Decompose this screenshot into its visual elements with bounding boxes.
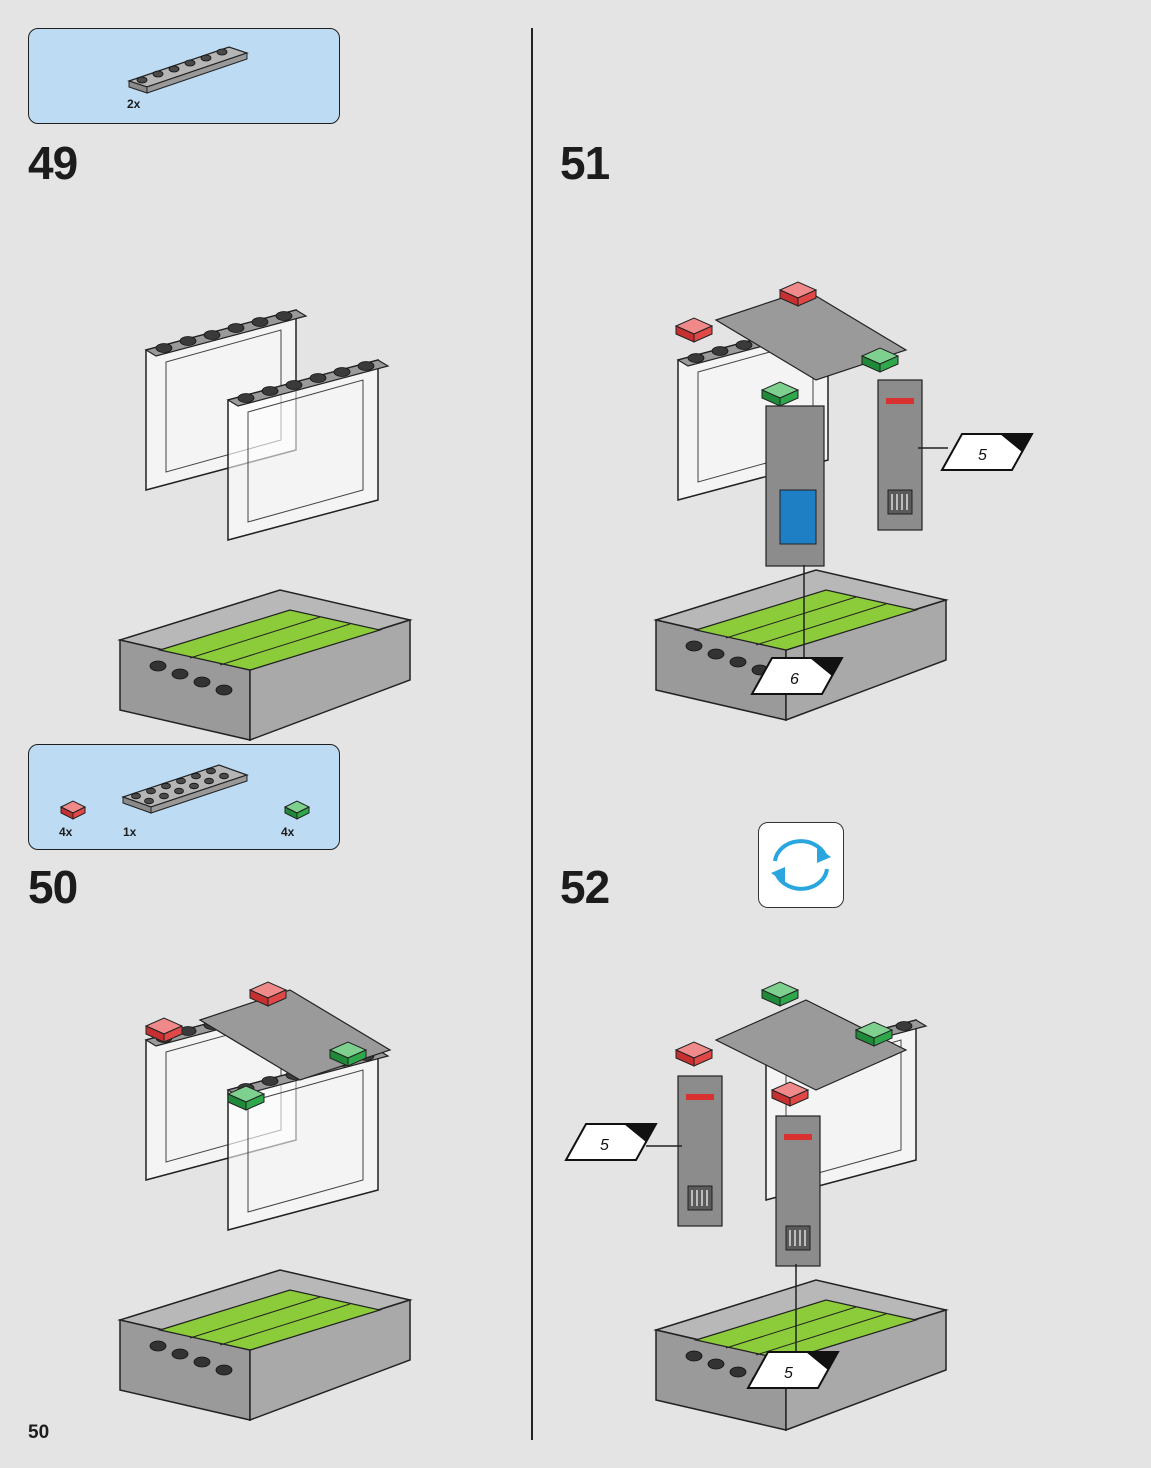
sticker-label: 5 <box>978 447 987 464</box>
step-50-model <box>120 982 410 1420</box>
step-49-model <box>120 310 410 740</box>
page-number: 50 <box>28 1422 49 1444</box>
sticker-callout-5 <box>942 434 1032 470</box>
sticker-label: 5 <box>600 1137 609 1154</box>
sticker-label: 6 <box>790 671 799 688</box>
step-51-model <box>656 282 946 720</box>
sticker-callout-5 <box>566 1124 656 1160</box>
sticker-label: 5 <box>784 1365 793 1382</box>
